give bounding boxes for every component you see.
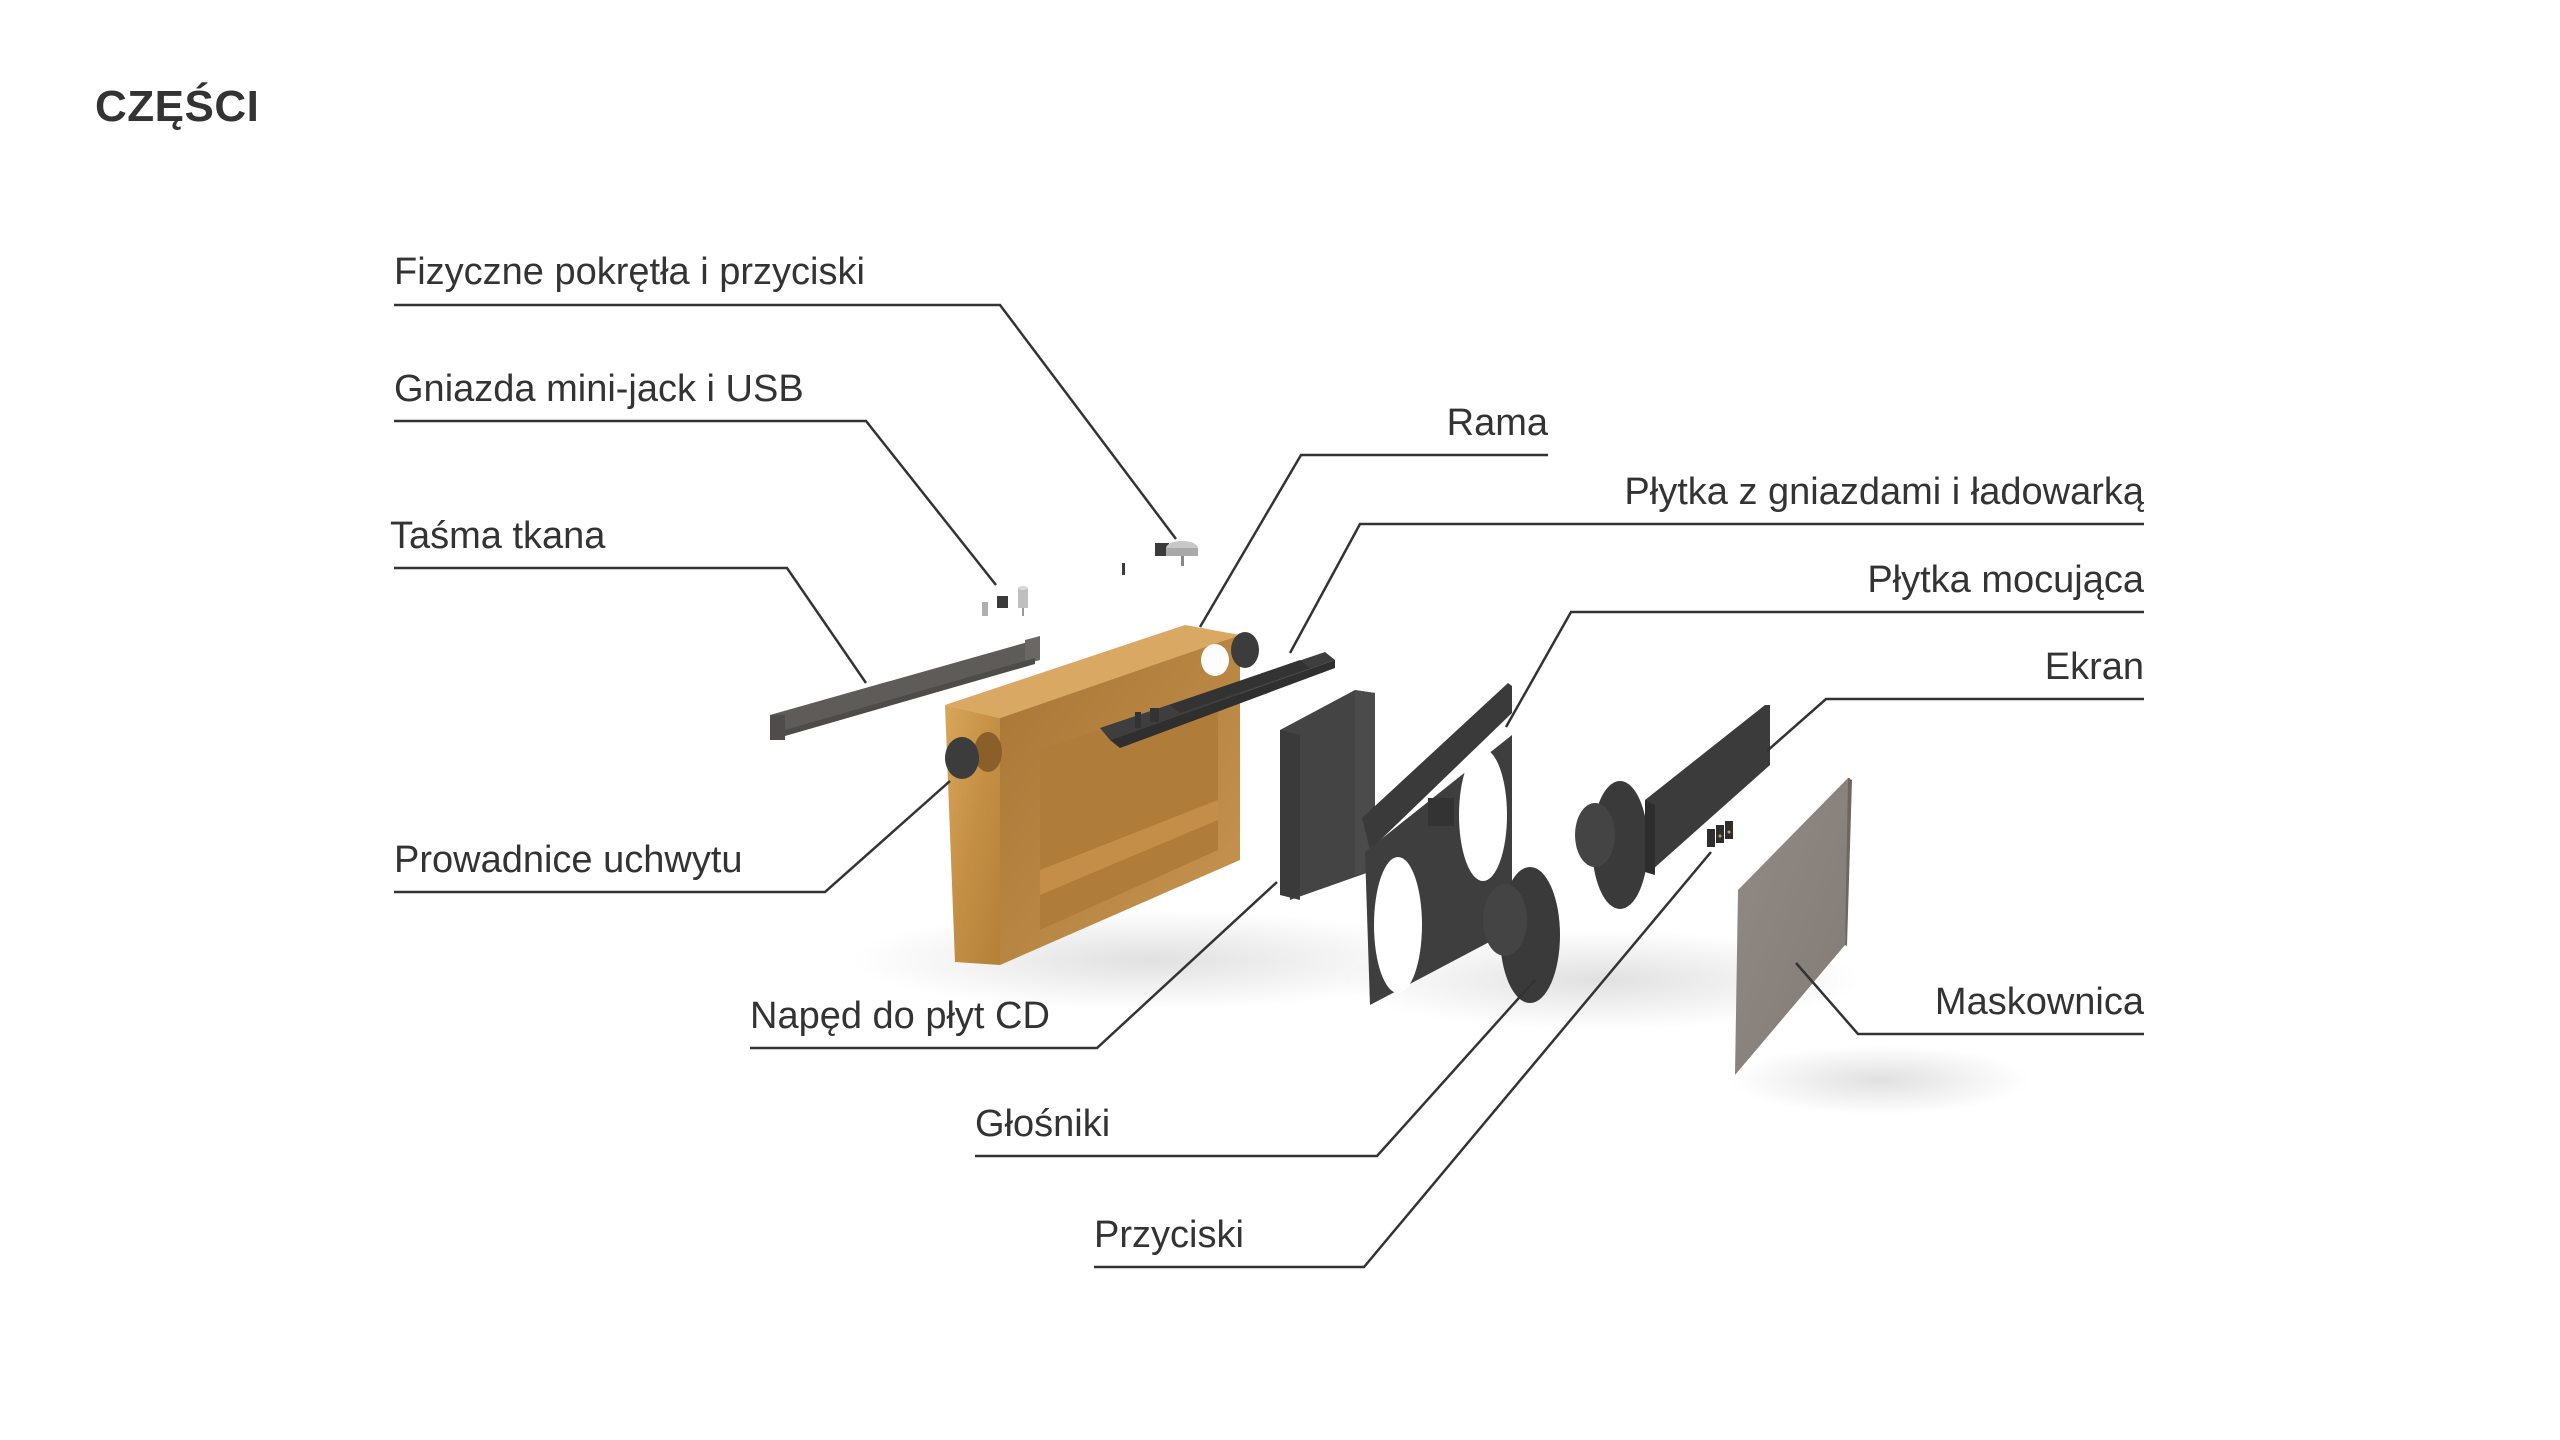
leader-line-handle-guides bbox=[394, 780, 951, 894]
label-screen: Ekran bbox=[2044, 646, 2144, 688]
leader-line-mounting-plate bbox=[1504, 610, 2144, 728]
handle-guide-part bbox=[945, 632, 1259, 779]
label-handle-guides: Prowadnice uchwytu bbox=[394, 839, 743, 881]
label-knobs: Fizyczne pokrętła i przyciski bbox=[394, 251, 865, 293]
label-frame: Rama bbox=[1446, 402, 1548, 444]
label-speakers: Głośniki bbox=[975, 1103, 1111, 1145]
floor-shadow bbox=[1730, 1045, 2030, 1115]
label-strap: Taśma tkana bbox=[390, 515, 606, 557]
leader-lines bbox=[394, 303, 2144, 1269]
label-mounting-plate: Płytka mocująca bbox=[1867, 559, 2144, 601]
leader-line-knobs bbox=[394, 303, 1177, 540]
label-socket-board: Płytka z gniazdami i ładowarką bbox=[1624, 471, 2144, 513]
leader-line-grille bbox=[1795, 962, 2144, 1036]
screen-part bbox=[1645, 705, 1770, 875]
leader-line-frame bbox=[1198, 453, 1548, 628]
floor-shadow bbox=[1340, 930, 1860, 1030]
page-title: CZĘŚCI bbox=[95, 82, 260, 131]
leader-line-buttons bbox=[1094, 851, 1712, 1269]
label-grille: Maskownica bbox=[1934, 981, 2144, 1023]
minijack-usb-sockets-part bbox=[982, 586, 1028, 616]
knobs-and-buttons-part bbox=[1122, 541, 1198, 575]
mounting-plate-part bbox=[1362, 683, 1512, 1005]
label-buttons: Przyciski bbox=[1094, 1214, 1244, 1256]
leader-line-strap bbox=[394, 566, 868, 684]
speaker-part bbox=[1483, 781, 1648, 1003]
grille-part bbox=[1735, 778, 1852, 1075]
leader-line-speakers bbox=[975, 979, 1536, 1158]
label-sockets: Gniazda mini-jack i USB bbox=[394, 368, 804, 410]
buttons-part bbox=[1707, 821, 1733, 847]
socket-charger-board-part bbox=[1100, 652, 1335, 748]
leader-line-sockets bbox=[394, 419, 997, 586]
leader-line-screen bbox=[1766, 697, 2144, 752]
cd-drive-part bbox=[1280, 690, 1375, 900]
leader-line-socket-board bbox=[1288, 522, 2144, 654]
label-cd-drive: Napęd do płyt CD bbox=[750, 995, 1050, 1037]
woven-strap-part bbox=[770, 636, 1040, 740]
leader-line-cd-drive bbox=[750, 881, 1278, 1050]
